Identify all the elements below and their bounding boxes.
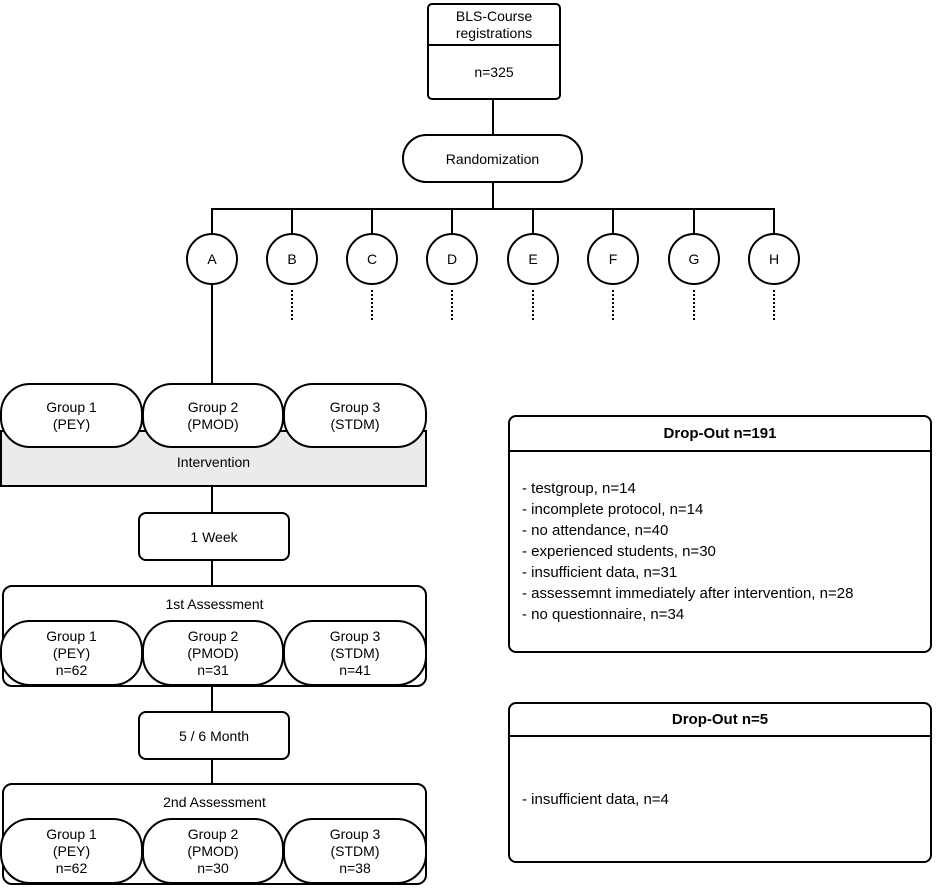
dropout1-item: - assessemnt immediately after intervent…: [522, 585, 854, 602]
connector-registration-randomization: [492, 99, 494, 135]
stub-arm-b: [291, 208, 293, 234]
dotted-continuation-g: [693, 290, 695, 320]
group-name: Group 1: [46, 627, 97, 644]
dotted-continuation-e: [532, 290, 534, 320]
group-name: Group 3: [329, 627, 381, 644]
registration-title-line1: BLS-Course: [455, 8, 533, 24]
dropout2-box: Drop-Out n=5 - insufficient data, n=4: [508, 702, 932, 863]
dropout1-box: Drop-Out n=191 - testgroup, n=14 - incom…: [508, 415, 932, 653]
arm-circle-a: A: [186, 233, 238, 285]
interval-1week-box: 1 Week: [138, 512, 290, 561]
dropout2-item: - insufficient data, n=4: [522, 791, 669, 808]
dropout2-title: Drop-Out n=5: [510, 704, 930, 737]
group-name: Group 1: [46, 825, 97, 842]
assessment2-group-3: Group 3 (STDM) n=38: [283, 818, 427, 884]
stub-arm-f: [612, 208, 614, 234]
distribution-bar: [211, 208, 775, 210]
dropout1-item: - no attendance, n=40: [522, 522, 669, 539]
connector-assessment1-interval2: [211, 685, 213, 712]
group-count: n=30: [197, 859, 229, 876]
group-count: n=62: [55, 859, 88, 876]
group-name: Group 2: [187, 627, 239, 644]
group-count: n=62: [55, 661, 88, 678]
group-count: n=38: [339, 859, 371, 876]
registration-title: BLS-Course registrations: [429, 5, 559, 46]
assessment1-group-1: Group 1 (PEY) n=62: [0, 620, 143, 686]
dropout1-title: Drop-Out n=191: [510, 417, 930, 452]
connector-intervention-1week: [211, 486, 213, 513]
connector-arm-a-intervention: [211, 284, 213, 384]
dropout2-list: - insufficient data, n=4: [510, 737, 930, 810]
arm-circle-f: F: [587, 233, 639, 285]
dropout1-item: - testgroup, n=14: [522, 480, 636, 497]
arm-circle-b: B: [266, 233, 318, 285]
group-name: Group 3: [329, 825, 381, 842]
group-code: (STDM): [330, 842, 380, 859]
randomization-node: Randomization: [402, 134, 583, 183]
group-code: (PEY): [52, 644, 91, 661]
assessment2-group-2: Group 2 (PMOD) n=30: [142, 818, 284, 884]
group-name: Group 3: [329, 398, 381, 415]
group-code: (PEY): [52, 842, 91, 859]
dotted-continuation-d: [451, 290, 453, 320]
dropout1-item: - incomplete protocol, n=14: [522, 501, 704, 518]
arm-circle-g: G: [668, 233, 720, 285]
dropout1-list: - testgroup, n=14 - incomplete protocol,…: [510, 452, 930, 625]
connector-1week-assessment1: [211, 560, 213, 586]
connector-interval2-assessment2: [211, 759, 213, 784]
dotted-continuation-f: [612, 290, 614, 320]
group-code: (STDM): [330, 415, 380, 432]
arm-circle-e: E: [507, 233, 559, 285]
stub-arm-a: [211, 208, 213, 234]
registration-box: BLS-Course registrations n=325: [427, 3, 561, 100]
stub-arm-g: [693, 208, 695, 234]
group-name: Group 2: [187, 825, 239, 842]
stub-arm-d: [451, 208, 453, 234]
dotted-continuation-c: [371, 290, 373, 320]
group-count: n=41: [339, 661, 371, 678]
intervention-group-1: Group 1 (PEY): [0, 383, 143, 448]
intervention-label: Intervention: [176, 453, 251, 470]
group-count: n=31: [197, 661, 229, 678]
dotted-continuation-h: [773, 290, 775, 320]
dropout1-item: - experienced students, n=30: [522, 543, 716, 560]
group-code: (PEY): [52, 415, 91, 432]
intervention-group-2: Group 2 (PMOD): [142, 383, 284, 448]
group-code: (PMOD): [187, 842, 239, 859]
interval-56month-box: 5 / 6 Month: [138, 711, 290, 760]
dotted-continuation-b: [291, 290, 293, 320]
assessment1-group-3: Group 3 (STDM) n=41: [283, 620, 427, 686]
group-code: (PMOD): [187, 644, 239, 661]
arm-circle-h: H: [748, 233, 800, 285]
arm-circle-d: D: [426, 233, 478, 285]
stub-arm-c: [371, 208, 373, 234]
connector-randomization-bar: [492, 183, 494, 209]
dropout1-item: - no questionnaire, n=34: [522, 606, 685, 623]
group-name: Group 2: [187, 398, 239, 415]
group-code: (STDM): [330, 644, 380, 661]
dropout1-item: - insufficient data, n=31: [522, 564, 678, 581]
group-name: Group 1: [46, 398, 97, 415]
assessment2-group-1: Group 1 (PEY) n=62: [0, 818, 143, 884]
arm-circle-c: C: [346, 233, 398, 285]
registration-title-line2: registrations: [455, 25, 533, 41]
assessment2-title: 2nd Assessment: [163, 794, 266, 810]
intervention-group-3: Group 3 (STDM): [283, 383, 427, 448]
registration-count: n=325: [474, 64, 514, 80]
assessment1-group-2: Group 2 (PMOD) n=31: [142, 620, 284, 686]
stub-arm-e: [532, 208, 534, 234]
stub-arm-h: [773, 208, 775, 234]
assessment1-title: 1st Assessment: [165, 596, 264, 612]
group-code: (PMOD): [187, 415, 239, 432]
